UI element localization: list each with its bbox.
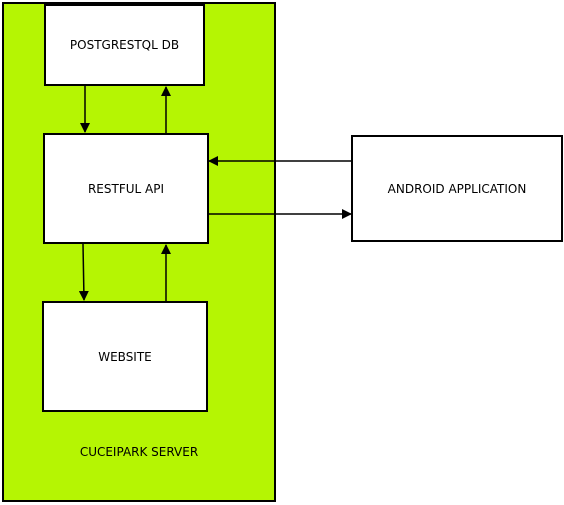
android-application-box: ANDROID APPLICATION <box>351 135 563 242</box>
server-label: CUCEIPARK SERVER <box>79 445 199 459</box>
android-label: ANDROID APPLICATION <box>387 181 527 196</box>
website-box: WEBSITE <box>42 301 208 412</box>
api-label: RESTFUL API <box>87 181 165 196</box>
db-label: POSTGRESTQL DB <box>69 38 180 52</box>
postgresql-db-box: POSTGRESTQL DB <box>44 4 205 86</box>
restful-api-box: RESTFUL API <box>43 133 209 244</box>
website-label: WEBSITE <box>98 349 152 364</box>
